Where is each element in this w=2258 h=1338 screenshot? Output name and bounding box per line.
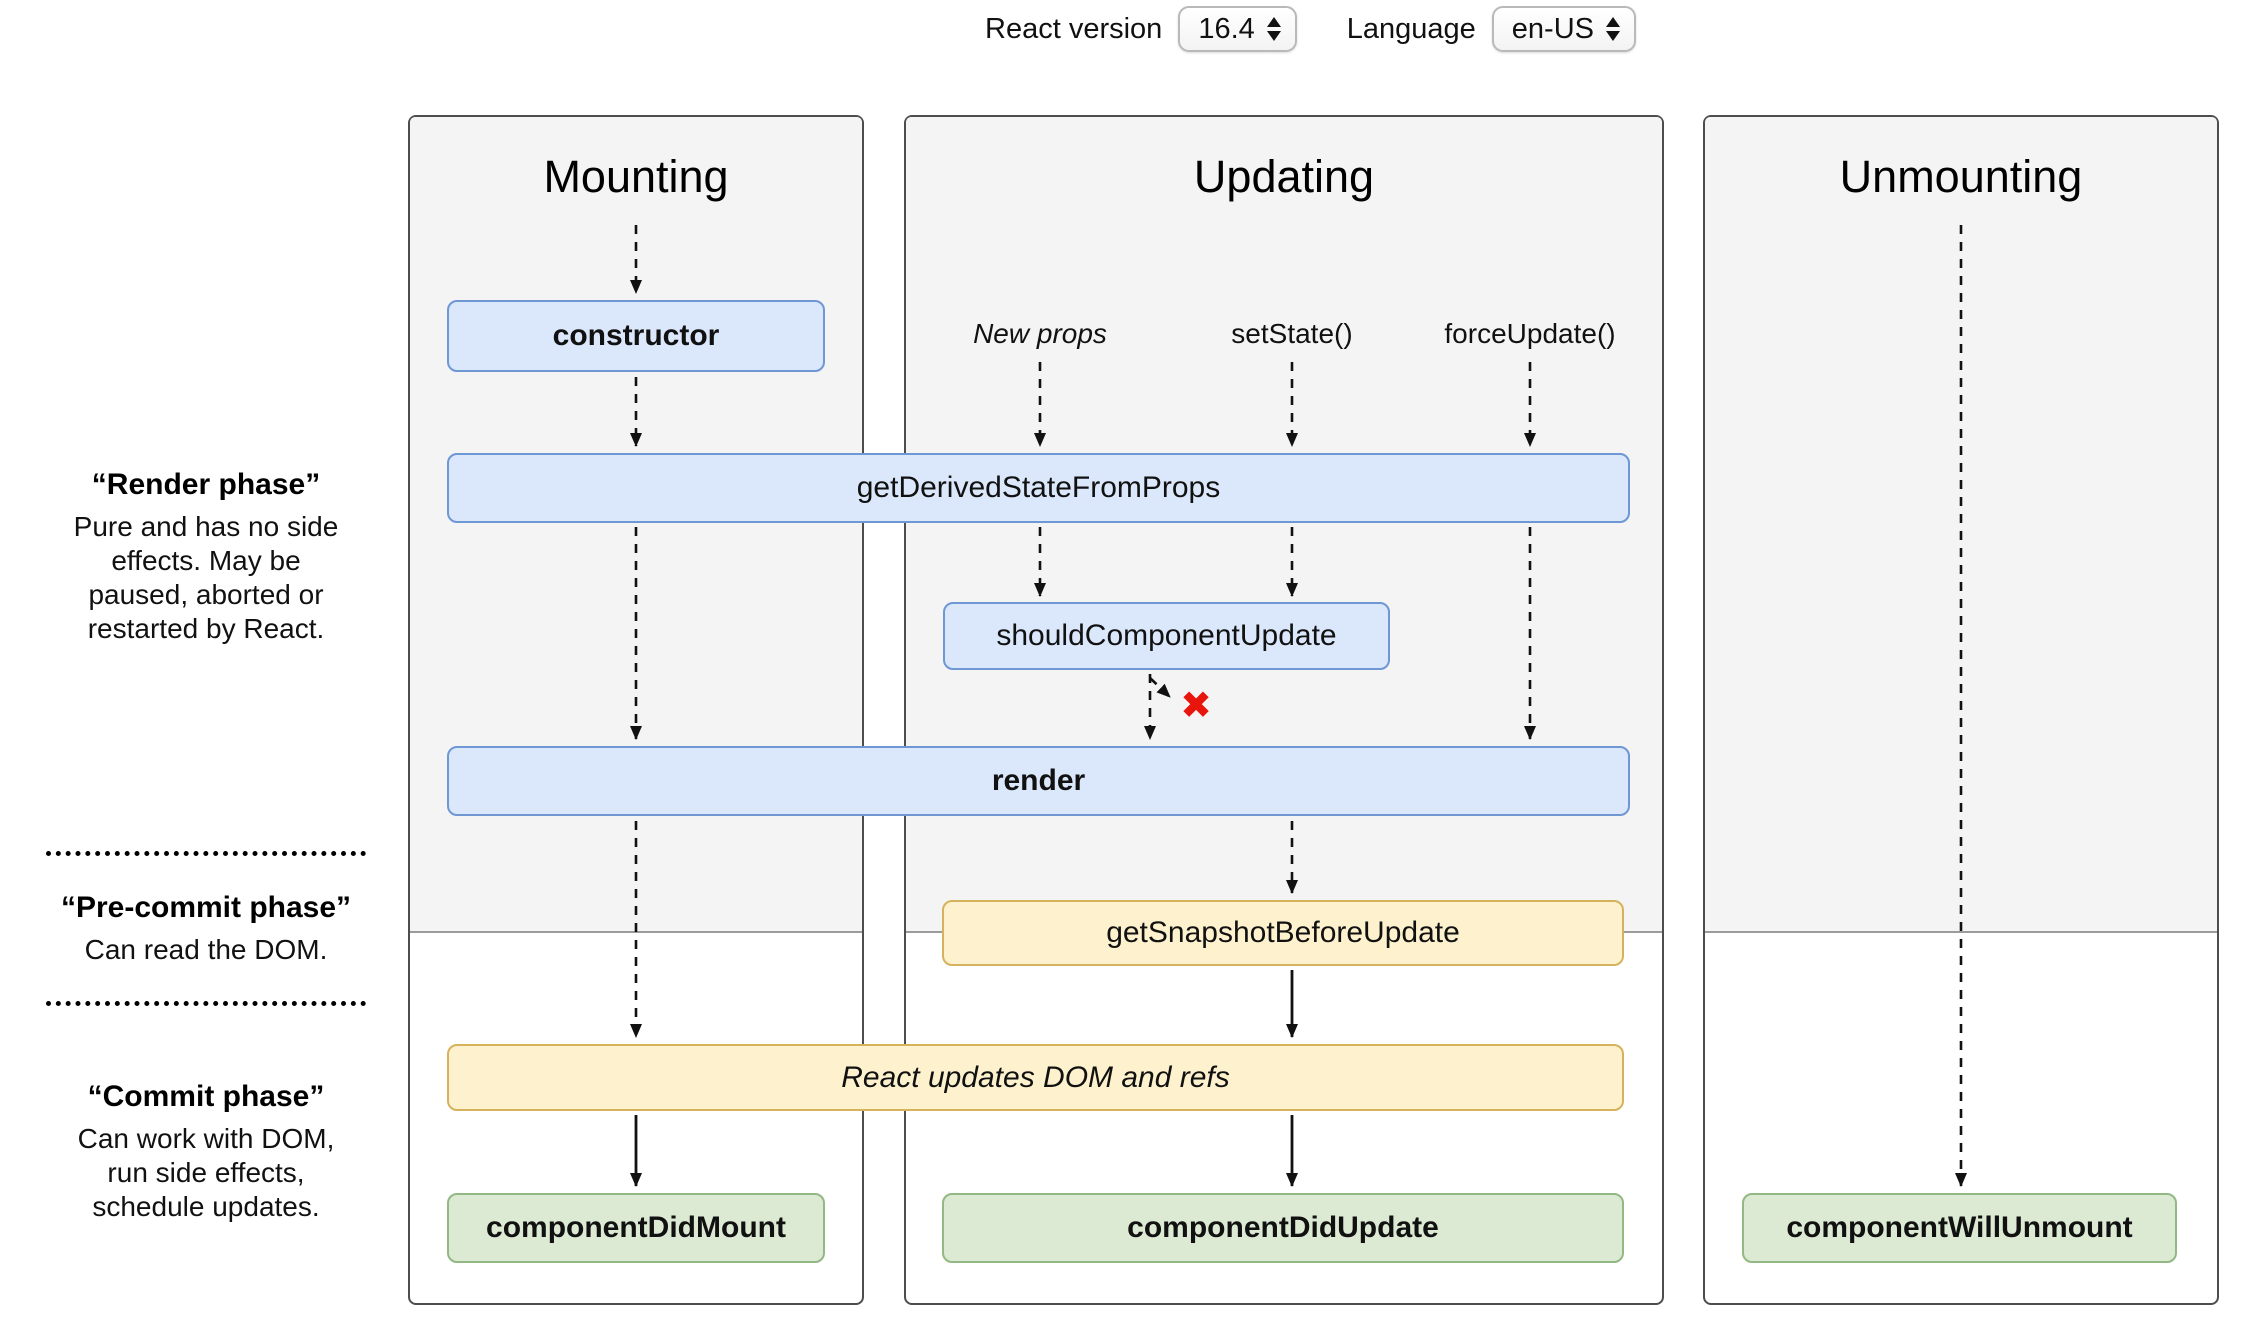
trigger-new-props: New props bbox=[973, 318, 1107, 349]
language-label: Language bbox=[1346, 12, 1476, 45]
pre-commit-phase-label: “Pre-commit phase” Can read the DOM. bbox=[40, 891, 372, 967]
pre-commit-phase-description: Can read the DOM. bbox=[84, 934, 328, 965]
pre-commit-phase-title: “Pre-commit phase” bbox=[60, 891, 352, 924]
mounting-column: Mounting bbox=[408, 115, 864, 1305]
language-value: en-US bbox=[1511, 12, 1594, 45]
react-updates-dom-label: React updates DOM and refs bbox=[841, 1060, 1230, 1094]
commit-phase-label: “Commit phase” Can work with DOM, run si… bbox=[40, 1080, 372, 1224]
commit-phase-title: “Commit phase” bbox=[87, 1080, 325, 1113]
constructor-box[interactable]: constructor bbox=[447, 300, 825, 372]
render-phase-shade bbox=[1705, 117, 2217, 933]
get-derived-state-from-props-box[interactable]: getDerivedStateFromProps bbox=[447, 453, 1630, 523]
component-did-update-box[interactable]: componentDidUpdate bbox=[942, 1193, 1624, 1263]
diagram-controls: React version 16.4 Language en-US bbox=[985, 6, 1636, 52]
component-did-mount-label: componentDidMount bbox=[486, 1211, 786, 1244]
trigger-force-update: forceUpdate() bbox=[1444, 318, 1616, 349]
react-updates-dom-box[interactable]: React updates DOM and refs bbox=[447, 1044, 1624, 1111]
render-phase-title: “Render phase” bbox=[91, 468, 321, 501]
trigger-set-state: setState() bbox=[1231, 318, 1353, 349]
render-phase-label: “Render phase” Pure and has no side effe… bbox=[40, 468, 372, 646]
language-select[interactable]: en-US bbox=[1491, 6, 1636, 52]
component-did-update-label: componentDidUpdate bbox=[1127, 1211, 1439, 1244]
component-will-unmount-label: componentWillUnmount bbox=[1786, 1211, 2133, 1244]
react-version-label: React version bbox=[985, 12, 1163, 45]
phase-divider bbox=[46, 1001, 366, 1006]
mounting-column-title: Mounting bbox=[543, 151, 729, 202]
skip-render-x-icon: ✖ bbox=[1180, 685, 1212, 727]
unmounting-column-title: Unmounting bbox=[1839, 151, 2083, 202]
commit-phase-description: Can work with DOM, run side effects, sch… bbox=[77, 1123, 335, 1222]
up-down-arrows-icon bbox=[1266, 17, 1281, 41]
react-version-select[interactable]: 16.4 bbox=[1178, 6, 1297, 52]
unmounting-column: Unmounting bbox=[1703, 115, 2219, 1305]
up-down-arrows-icon bbox=[1606, 17, 1620, 41]
should-component-update-box[interactable]: shouldComponentUpdate bbox=[943, 602, 1390, 670]
get-derived-state-from-props-label: getDerivedStateFromProps bbox=[856, 471, 1221, 504]
render-box[interactable]: render bbox=[447, 746, 1630, 816]
render-label: render bbox=[991, 764, 1086, 797]
component-will-unmount-box[interactable]: componentWillUnmount bbox=[1742, 1193, 2177, 1263]
render-phase-description: Pure and has no side effects. May be pau… bbox=[73, 511, 339, 644]
get-snapshot-before-update-label: getSnapshotBeforeUpdate bbox=[1106, 916, 1460, 949]
updating-column-title: Updating bbox=[1193, 151, 1375, 202]
component-did-mount-box[interactable]: componentDidMount bbox=[447, 1193, 825, 1263]
react-version-value: 16.4 bbox=[1198, 12, 1255, 45]
should-component-update-label: shouldComponentUpdate bbox=[996, 619, 1337, 652]
constructor-label: constructor bbox=[552, 319, 720, 352]
phase-divider bbox=[46, 851, 366, 856]
get-snapshot-before-update-box[interactable]: getSnapshotBeforeUpdate bbox=[942, 900, 1624, 966]
updating-column: Updating bbox=[904, 115, 1664, 1305]
